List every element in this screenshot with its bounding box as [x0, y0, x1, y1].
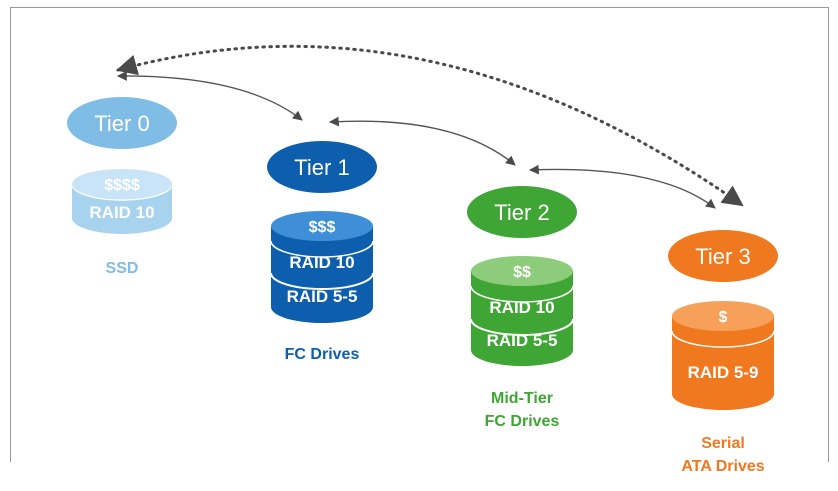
- tier-0-group: Tier 0 $$$$ RAID 10 SSD: [67, 97, 177, 277]
- tier-3-badge-label: Tier 3: [695, 244, 750, 269]
- tier-2-group: Tier 2 $$ RAID 10 RAID 5-5 Mid-Tier FC D…: [467, 186, 577, 430]
- tier-0-badge: [67, 97, 177, 149]
- tier-1-badge: [267, 141, 377, 193]
- tier-3-group: Tier 3 $ RAID 5-9 Serial ATA Drives: [668, 230, 778, 475]
- tier-2-badge: [467, 186, 577, 238]
- tier-1-drive-label: FC Drives: [285, 346, 360, 363]
- arrow-tier0-tier1: [117, 71, 303, 121]
- tier-3-cost: $: [719, 309, 728, 326]
- tier-3-badge: [668, 230, 778, 282]
- tier-0-drive-label: SSD: [106, 260, 139, 277]
- tier-1-cost: $$$: [309, 219, 336, 236]
- tier-2-cost: $$: [513, 264, 531, 281]
- tier-0-raid-1: RAID 10: [89, 203, 154, 222]
- tier-0-badge-label: Tier 0: [94, 111, 149, 136]
- tier-1-group: Tier 1 $$$ RAID 10 RAID 5-5 FC Drives: [267, 141, 377, 363]
- tier-0-disk-stack: $$$$ RAID 10: [71, 169, 173, 234]
- tier-1-badge-label: Tier 1: [294, 155, 349, 180]
- diagram-frame: [10, 7, 829, 462]
- tier-2-drive-label-1: Mid-Tier: [491, 390, 553, 407]
- tier-2-raid-2: RAID 5-5: [487, 331, 558, 350]
- tier-3-raid-1: RAID 5-9: [688, 363, 759, 382]
- tier-3-drive-label-2: ATA Drives: [681, 458, 764, 475]
- tier-3-drive-label-1: Serial: [701, 435, 745, 452]
- tier-3-disk-stack: $ RAID 5-9: [671, 301, 775, 410]
- arrow-tier1-tier2: [329, 116, 516, 166]
- tier-2-disk-stack: $$ RAID 10 RAID 5-5: [470, 256, 574, 366]
- tier-1-raid-1: RAID 10: [289, 253, 354, 272]
- tier-1-raid-2: RAID 5-5: [287, 287, 358, 306]
- tier-2-raid-1: RAID 10: [489, 298, 554, 317]
- arrow-tier2-tier3: [529, 164, 716, 209]
- tier-0-cost: $$$$: [104, 177, 140, 194]
- tier-2-drive-label-2: FC Drives: [485, 413, 560, 430]
- tier-2-badge-label: Tier 2: [494, 200, 549, 225]
- tier-1-disk-stack: $$$ RAID 10 RAID 5-5: [270, 211, 374, 323]
- dotted-arrow-tier0-tier3: [115, 44, 744, 207]
